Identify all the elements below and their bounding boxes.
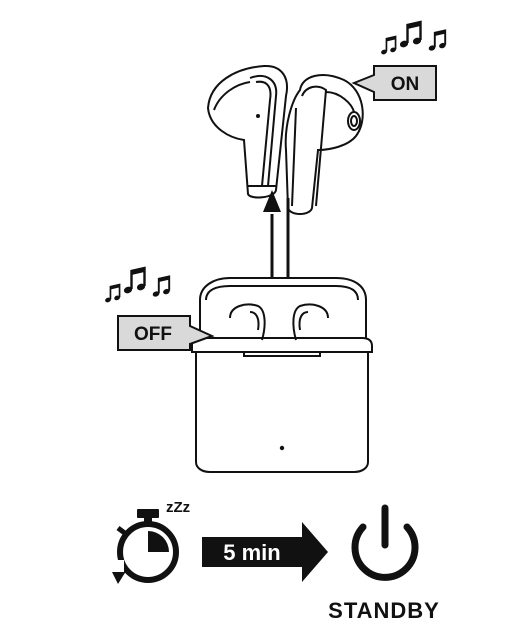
duration-label: 5 min bbox=[223, 540, 280, 565]
charging-case bbox=[191, 277, 373, 473]
standby-label: STANDBY bbox=[328, 598, 440, 623]
right-earbud bbox=[284, 74, 364, 215]
music-notes-icon bbox=[379, 20, 448, 56]
on-callout: ON bbox=[351, 65, 437, 101]
off-callout: OFF bbox=[117, 315, 215, 351]
right-arrow-icon: 5 min bbox=[202, 522, 328, 582]
off-label: OFF bbox=[134, 324, 172, 345]
stopwatch-icon bbox=[104, 509, 179, 584]
left-earbud bbox=[206, 64, 288, 199]
power-icon bbox=[351, 504, 419, 581]
music-notes-icon bbox=[103, 266, 172, 304]
on-label: ON bbox=[391, 74, 420, 95]
sleep-label: zZz bbox=[166, 499, 190, 516]
